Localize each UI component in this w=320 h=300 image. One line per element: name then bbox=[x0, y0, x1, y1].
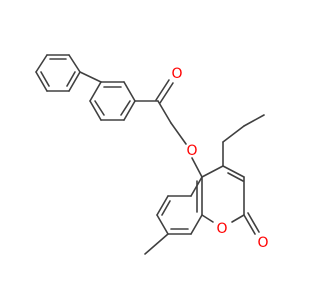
bond bbox=[201, 214, 214, 223]
ring-oxygen-label: O bbox=[216, 221, 227, 237]
bond bbox=[156, 195, 169, 216]
double-bond-inner bbox=[227, 172, 244, 182]
bond bbox=[170, 122, 187, 145]
ketone-oxygen-atom: O bbox=[170, 66, 184, 82]
ether-oxygen-atom: O bbox=[185, 143, 199, 159]
bond bbox=[89, 100, 102, 121]
ring-oxygen-atom: O bbox=[215, 221, 229, 237]
ketone-double-bond bbox=[155, 79, 170, 101]
bond bbox=[35, 54, 48, 73]
double-bond-inner bbox=[66, 71, 76, 87]
bond bbox=[190, 214, 203, 235]
bond bbox=[231, 214, 245, 223]
bond bbox=[201, 165, 224, 178]
bond bbox=[157, 100, 172, 124]
ketone-double-bond bbox=[159, 82, 174, 104]
bond bbox=[68, 54, 81, 73]
bond bbox=[89, 81, 102, 102]
bond bbox=[123, 81, 136, 102]
bond bbox=[35, 71, 48, 92]
benzo-ring bbox=[156, 176, 203, 235]
molecule-structure-diagram: O O O O bbox=[35, 54, 270, 255]
ether-oxygen-label: O bbox=[186, 143, 197, 159]
methyl-bond bbox=[144, 233, 169, 255]
bond bbox=[123, 100, 136, 121]
phenyl-ring bbox=[35, 54, 81, 92]
lactone-carbonyl-oxygen-atom: O bbox=[256, 235, 270, 251]
double-bond-inner bbox=[40, 71, 50, 87]
carbonyl-double-bond bbox=[247, 212, 260, 233]
biphenyl-bond bbox=[79, 71, 102, 83]
pyranone-ring bbox=[201, 165, 245, 223]
double-bond-inner bbox=[161, 200, 171, 216]
propyl-bond bbox=[222, 125, 245, 143]
bond bbox=[156, 214, 169, 235]
bond bbox=[222, 165, 245, 178]
carbonyl-oxygen-label: O bbox=[257, 235, 268, 251]
bond bbox=[68, 71, 81, 92]
double-bond-inner bbox=[94, 100, 105, 116]
benzene-ring bbox=[89, 81, 136, 121]
bond bbox=[191, 157, 203, 178]
ketone-oxygen-label: O bbox=[171, 66, 182, 82]
carbonyl-double-bond bbox=[243, 214, 256, 235]
double-bond-inner bbox=[120, 100, 131, 116]
propyl-bond bbox=[243, 114, 265, 127]
